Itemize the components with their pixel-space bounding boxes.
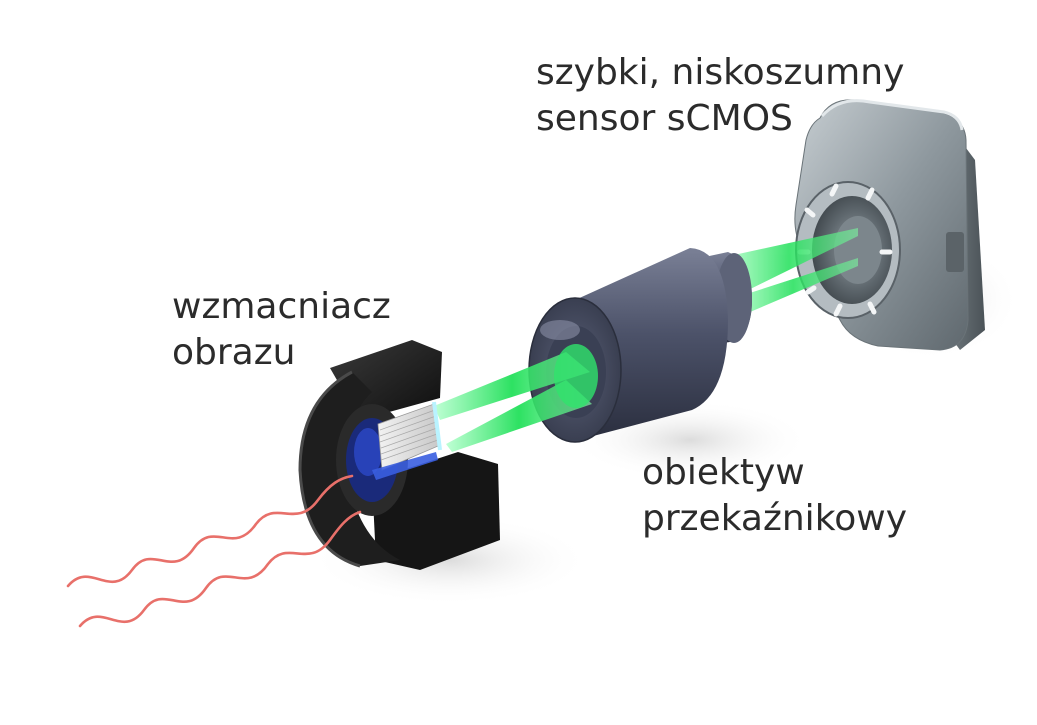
intensifier-photocathode-glow [354,428,382,476]
label-scmos-sensor-line1: szybki, niskoszumny [536,52,905,93]
wave-1 [66,474,354,588]
image-intensifier [298,340,500,570]
lens-front-highlight [540,320,580,340]
intensifier-blue-edge [372,452,438,480]
label-image-intensifier-line1: wzmacniacz [172,286,391,327]
camera-port-notches [797,183,893,317]
label-relay-lens-line1: obiektyw [642,452,805,493]
intensifier-fiber-lines [379,409,439,461]
incoming-light-waves [66,474,362,628]
label-relay-lens: obiektyw przekaźnikowy [642,450,907,542]
lens-beam-glow [554,344,598,408]
intensifier-phosphor-screen [432,401,442,451]
camera-port-inner [834,216,882,284]
beams-lens-to-camera [720,228,858,318]
wave-2 [78,510,362,628]
label-image-intensifier-line2: obrazu [172,332,296,373]
intensifier-ring [300,372,400,566]
label-image-intensifier: wzmacniacz obrazu [172,284,391,376]
scmos-camera [794,99,985,351]
label-scmos-sensor-line2: sensor sCMOS [536,98,793,139]
label-scmos-sensor: szybki, niskoszumny sensor sCMOS [536,50,904,142]
camera-side-connector [946,232,964,272]
beams-intensifier-to-lens [434,344,598,452]
label-relay-lens-line2: przekaźnikowy [642,498,908,539]
intensifier-ring-edge [298,370,361,568]
camera-top-edge [820,99,964,131]
